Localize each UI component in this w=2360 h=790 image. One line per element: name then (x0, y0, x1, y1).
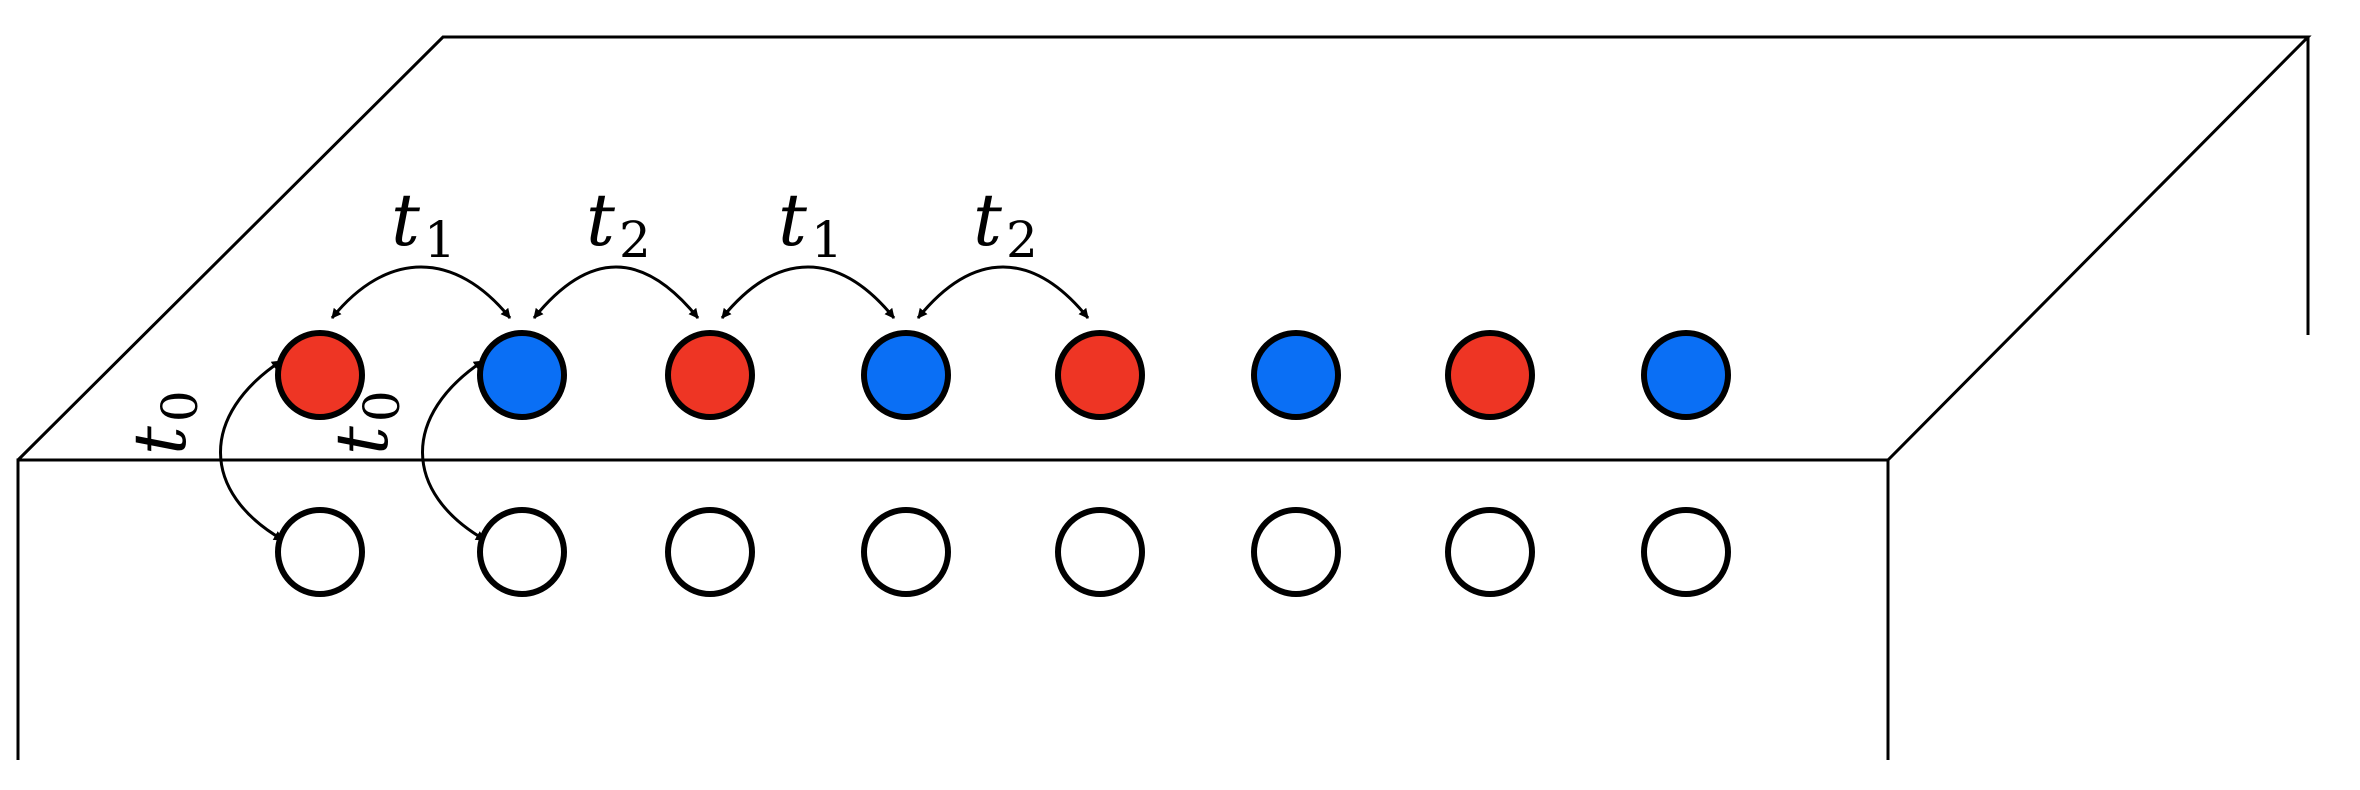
vertical-hopping-arrows (219, 359, 486, 542)
empty-site (477, 507, 567, 597)
hopping-labels: t1 t2 t1 t2 (391, 178, 1038, 269)
blue-site (1641, 330, 1731, 420)
empty-site (861, 507, 951, 597)
empty-site (1445, 507, 1535, 597)
empty-site (275, 507, 365, 597)
hopping-arrow (720, 265, 896, 319)
vertical-hopping-arrow (421, 359, 486, 542)
vertical-hopping-label: t0 (320, 390, 411, 455)
bottom-row-sites (275, 507, 1731, 597)
blue-site (477, 330, 567, 420)
empty-site (1055, 507, 1145, 597)
slab-front-face (16, 458, 1890, 760)
vertical-hopping-arrow (219, 359, 284, 542)
red-site (275, 330, 365, 420)
slab-top-face (16, 35, 2312, 462)
empty-site (1251, 507, 1341, 597)
hopping-label: t1 (391, 178, 456, 269)
slab-outline (16, 35, 2312, 760)
blue-site (861, 330, 951, 420)
vertical-hopping-label: t0 (118, 390, 209, 455)
hopping-arrow (532, 265, 700, 319)
vertical-hopping-labels: t0 t0 (118, 390, 411, 455)
hopping-arrows (330, 265, 1090, 319)
red-site (665, 330, 755, 420)
blue-site (1251, 330, 1341, 420)
hopping-label: t2 (586, 178, 651, 269)
red-site (1445, 330, 1535, 420)
hopping-arrow (916, 265, 1090, 319)
red-site (1055, 330, 1145, 420)
hopping-arrow (330, 265, 512, 319)
hopping-label: t2 (973, 178, 1038, 269)
top-row-sites (275, 330, 1731, 420)
empty-site (665, 507, 755, 597)
hopping-label: t1 (778, 178, 843, 269)
empty-site (1641, 507, 1731, 597)
